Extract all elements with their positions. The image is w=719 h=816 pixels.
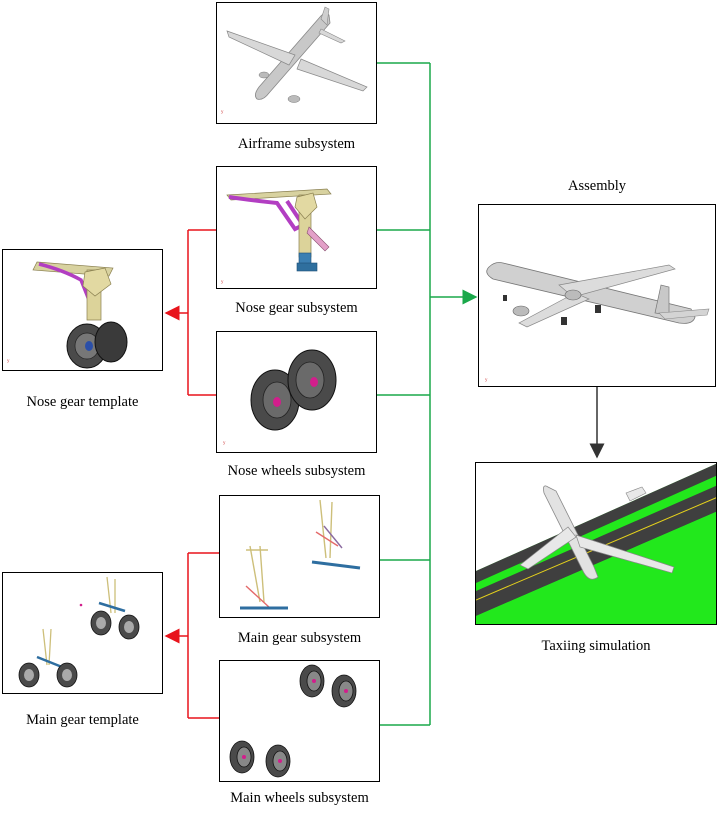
nose-gear-subsystem-image: y: [221, 188, 332, 285]
main-gear-template-panel: [2, 572, 163, 694]
svg-text:y: y: [221, 280, 224, 285]
nose-gear-template-label: Nose gear template: [26, 394, 139, 410]
main-wheels-subsystem-image: [229, 664, 357, 778]
svg-text:y: y: [485, 378, 488, 383]
nose-gear-subsystem-panel: y: [216, 166, 377, 289]
main-gear-template-image: [18, 576, 140, 688]
red-bracket-nose: [164, 229, 217, 396]
taxiing-panel: [475, 462, 717, 625]
nose-wheels-subsystem-image: y: [223, 349, 337, 446]
taxiing-label: Taxiing simulation: [541, 638, 651, 654]
main-wheels-subsystem-panel: [219, 660, 380, 782]
svg-text:y: y: [221, 110, 224, 115]
assembly-image: y: [485, 262, 710, 383]
svg-text:y: y: [7, 359, 10, 364]
assembly-panel: y: [478, 204, 716, 387]
assembly-label: Assembly: [568, 178, 626, 194]
red-bracket-main: [164, 552, 219, 719]
airframe-image: y: [221, 6, 368, 115]
main-gear-template-label: Main gear template: [26, 712, 139, 728]
nose-gear-subsystem-label: Nose gear subsystem: [235, 300, 358, 316]
nose-wheels-subsystem-label: Nose wheels subsystem: [227, 463, 366, 479]
airframe-label: Airframe subsystem: [237, 136, 356, 152]
nose-gear-template-image: y: [7, 261, 128, 369]
main-wheels-subsystem-label: Main wheels subsystem: [230, 790, 369, 806]
green-bus: [377, 62, 478, 726]
main-gear-subsystem-label: Main gear subsystem: [237, 630, 362, 646]
taxiing-image: [476, 463, 716, 624]
main-gear-subsystem-image: [240, 499, 361, 610]
airframe-panel: y: [216, 2, 377, 124]
nose-wheels-subsystem-panel: y: [216, 331, 377, 453]
nose-gear-template-panel: y: [2, 249, 163, 371]
svg-text:y: y: [223, 441, 226, 446]
main-gear-subsystem-panel: [219, 495, 380, 618]
